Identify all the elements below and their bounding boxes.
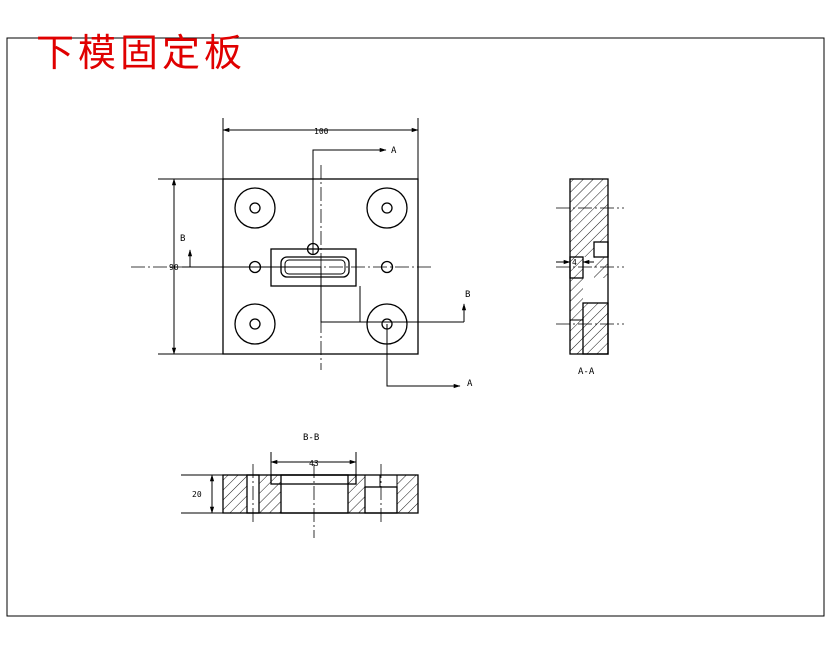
section-bb-label: B-B [303,433,319,443]
section-bb-pocket [270,474,357,485]
dim-thickness-text: 20 [192,490,202,499]
section-aa-through-hole [569,319,584,355]
section-aa-hatch [570,179,608,354]
section-aa-counterbore-top [593,241,609,258]
label-a-top: A [391,146,397,156]
section-aa-view: 4 A-A [556,178,624,377]
section-aa-slot [569,256,584,279]
plan-view: A A B B 100 90 [131,118,473,389]
section-aa-dim-text: 4 [572,258,577,267]
label-b-left: B [180,234,185,244]
sheet-border [6,37,825,617]
section-b-cutting-line [182,266,361,323]
dim-width-text: 100 [314,127,329,136]
counterbore-hole-top-left [234,187,276,229]
dim-height-text: 90 [169,263,179,272]
drawing-title: 下模固定板 [36,31,247,75]
section-a-cutting-line [312,147,387,255]
section-aa-label: A-A [578,367,595,377]
counterbore-hole-bottom-left [234,303,276,345]
section-bb-hatch-mid-left [258,474,282,514]
section-bb-view: 43 20 B-B [181,433,419,538]
label-a-bottom: A [467,379,473,389]
counterbore-hole-top-right [366,187,408,229]
section-bb-slot [280,474,349,514]
dim-slot-text: 43 [309,459,319,468]
label-b-right: B [465,290,470,300]
section-bb-hatch-left [222,474,248,514]
section-bb-hole [379,474,398,488]
section-bb-outline [222,474,419,514]
section-a-cutting-line-lower [386,324,461,389]
section-bb-hatch-right [396,474,419,514]
